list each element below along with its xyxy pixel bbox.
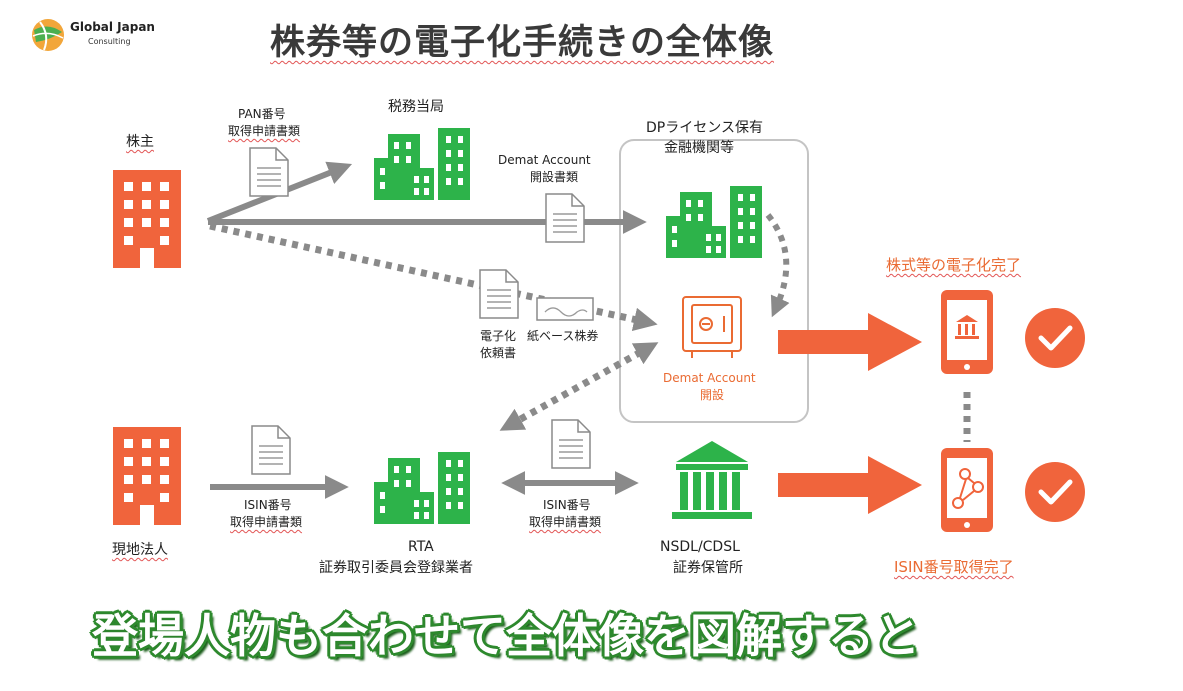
phone-bank-icon xyxy=(941,290,993,374)
isin-mid-doc-label-line1: ISIN番号 xyxy=(543,498,591,512)
isin-left-doc-label-line2: 取得申請書類 xyxy=(230,515,303,529)
paper-share-label: 紙ベース株券 xyxy=(527,329,599,343)
rta-label-line1: RTA xyxy=(408,539,434,555)
dp-institution-label-line2: 金融機関等 xyxy=(664,140,734,156)
demat-doc-label-line1: Demat Account xyxy=(498,153,591,167)
safe-label-line1: Demat Account xyxy=(663,371,756,385)
local-corp-label: 現地法人 xyxy=(112,542,168,558)
pan-doc-label-line2: 取得申請書類 xyxy=(228,124,301,138)
dp-institution-box xyxy=(619,139,809,423)
document-icon-pan xyxy=(249,147,289,197)
dematerialized-result-label: 株式等の電子化完了 xyxy=(886,256,1022,274)
caption-banner: 登場人物も合わせて全体像を図解すると xyxy=(92,609,920,663)
shareholder-label: 株主 xyxy=(126,134,154,150)
check-circle-icon-bottom xyxy=(1025,462,1085,522)
demat-doc-label-line2: 開設書類 xyxy=(530,170,579,184)
request-doc-label-line2: 依頼書 xyxy=(480,346,517,360)
pan-doc-label-line1: PAN番号 xyxy=(238,107,286,121)
document-icon-request xyxy=(479,269,519,319)
paper-share-certificate-icon xyxy=(536,297,594,321)
globe-logo-icon xyxy=(32,19,64,51)
safe-label-line2: 開設 xyxy=(700,388,725,402)
arrow-safe-rta-dotted xyxy=(499,342,659,431)
logo-name: Global Japan xyxy=(70,20,155,34)
rta-label-line2: 証券取引委員会登録業者 xyxy=(319,560,473,576)
phone-network-icon xyxy=(941,448,993,532)
orange-arrow-top xyxy=(778,313,922,371)
isin-left-doc-label-line1: ISIN番号 xyxy=(244,498,292,512)
page-title: 株券等の電子化手続きの全体像 xyxy=(270,23,775,63)
isin-mid-doc-label-line2: 取得申請書類 xyxy=(529,515,602,529)
tax-office-buildings-icon xyxy=(374,128,470,200)
dp-institution-buildings-icon xyxy=(666,186,762,258)
document-icon-isin-mid xyxy=(551,419,591,469)
orange-arrow-bottom xyxy=(778,456,922,514)
tax-office-label: 税務当局 xyxy=(388,99,444,115)
logo-subtitle: Consulting xyxy=(88,37,131,46)
safe-icon xyxy=(682,296,742,358)
isin-obtained-result-label: ISIN番号取得完了 xyxy=(894,558,1014,576)
check-circle-icon-top xyxy=(1025,308,1085,368)
local-corp-building-icon xyxy=(113,427,181,525)
shareholder-building-icon xyxy=(113,170,181,268)
nsdl-label-line1: NSDL/CDSL xyxy=(660,539,740,555)
nsdl-label-line2: 証券保管所 xyxy=(673,560,743,576)
nsdl-bank-icon xyxy=(672,441,752,519)
request-doc-label-line1: 電子化 xyxy=(480,329,517,343)
document-icon-demat xyxy=(545,193,585,243)
dp-institution-label-line1: DPライセンス保有 xyxy=(646,120,763,136)
document-icon-isin-left xyxy=(251,425,291,475)
rta-buildings-icon xyxy=(374,452,470,524)
arrow-dp-to-safe-dotted xyxy=(765,213,790,318)
